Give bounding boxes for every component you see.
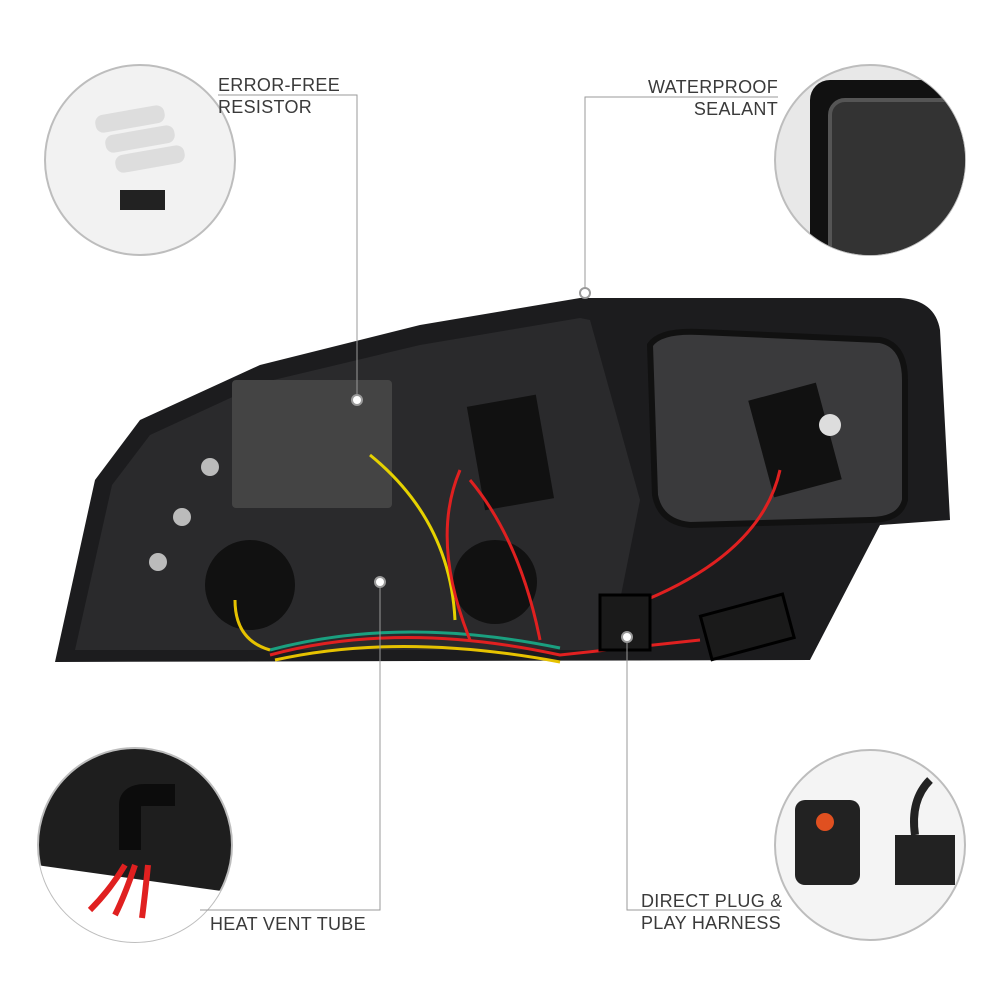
- harness-detail-circle: [774, 749, 966, 941]
- harness-label-line1: DIRECT PLUG &: [641, 891, 783, 911]
- vent-label-line1: HEAT VENT TUBE: [210, 914, 366, 934]
- sealant-label-line1: WATERPROOF: [648, 77, 778, 97]
- vent-callout-label: HEAT VENT TUBE: [210, 913, 366, 935]
- sealant-callout-label: WATERPROOF SEALANT: [648, 76, 778, 120]
- sealant-label-line2: SEALANT: [693, 99, 778, 119]
- resistor-label-line1: ERROR-FREE: [218, 75, 341, 95]
- resistor-detail-circle: [44, 64, 236, 256]
- resistor-callout-label: ERROR-FREE RESISTOR: [218, 74, 340, 118]
- tail-light-housing: [55, 298, 950, 662]
- vent-detail-circle: [37, 747, 233, 943]
- harness-label-line2: PLAY HARNESS: [641, 913, 781, 933]
- callout-dots: [351, 287, 633, 643]
- leader-lines: [200, 94, 780, 911]
- resistor-label-line2: RESISTOR: [218, 97, 313, 117]
- harness-callout-label: DIRECT PLUG & PLAY HARNESS: [641, 890, 783, 934]
- wiring-harness: [233, 453, 796, 664]
- sealant-detail-circle: [774, 64, 966, 256]
